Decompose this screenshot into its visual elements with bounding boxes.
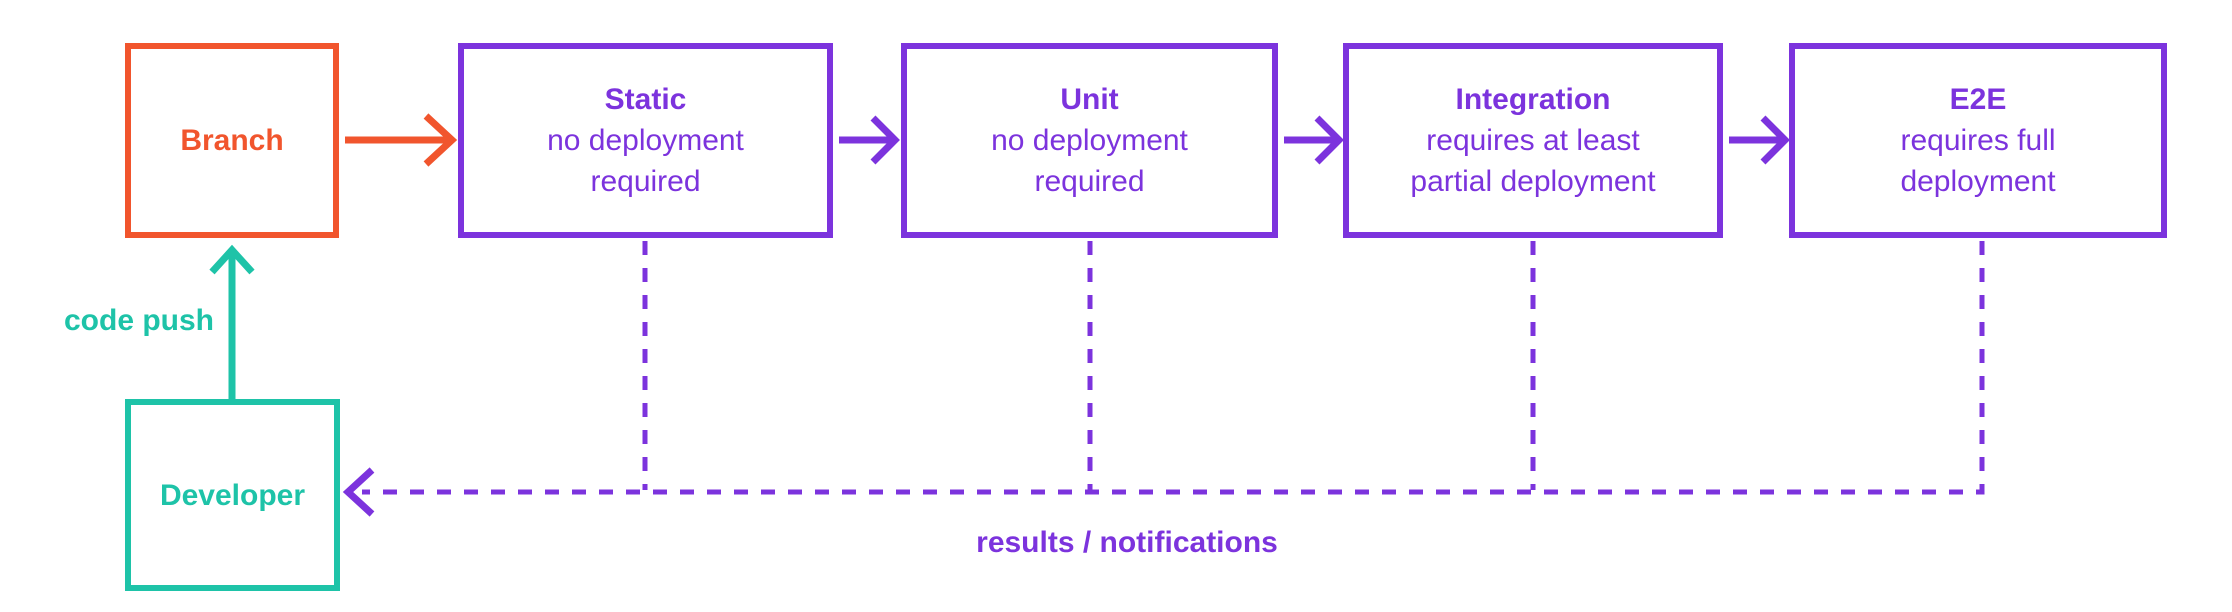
unit-subtitle-line2: required xyxy=(1034,165,1145,198)
static-subtitle-line2: required xyxy=(590,165,701,198)
code-push-label: code push xyxy=(63,304,214,337)
e2e-subtitle-line2: deployment xyxy=(1900,165,2056,198)
results-feedback-line xyxy=(362,241,1985,495)
unit-node: Unit no deployment required xyxy=(901,43,1278,238)
code-push-arrow xyxy=(209,244,255,399)
static-to-unit-arrow xyxy=(839,115,900,165)
branch-node: Branch xyxy=(125,43,339,238)
developer-node: Developer xyxy=(125,399,340,591)
unit-title: Unit xyxy=(1060,83,1119,116)
results-notifications-label: results / notifications xyxy=(976,526,1278,559)
static-node: Static no deployment required xyxy=(458,43,833,238)
integration-to-e2e-arrow xyxy=(1729,115,1790,165)
e2e-node: E2E requires full deployment xyxy=(1789,43,2167,238)
integration-title: Integration xyxy=(1455,83,1611,116)
e2e-subtitle-line1: requires full xyxy=(1900,124,2056,157)
integration-node: Integration requires at least partial de… xyxy=(1343,43,1723,238)
branch-title: Branch xyxy=(180,124,284,157)
integration-subtitle-line1: requires at least xyxy=(1426,124,1640,157)
integration-subtitle-line2: partial deployment xyxy=(1410,165,1656,198)
unit-to-integration-arrow xyxy=(1284,115,1344,165)
static-subtitle-line1: no deployment xyxy=(547,124,744,157)
developer-title: Developer xyxy=(159,478,306,512)
branch-to-static-arrow xyxy=(345,113,458,167)
unit-subtitle-line1: no deployment xyxy=(991,124,1188,157)
e2e-title: E2E xyxy=(1949,83,2007,116)
results-arrowhead xyxy=(342,467,375,517)
static-title: Static xyxy=(604,83,687,116)
